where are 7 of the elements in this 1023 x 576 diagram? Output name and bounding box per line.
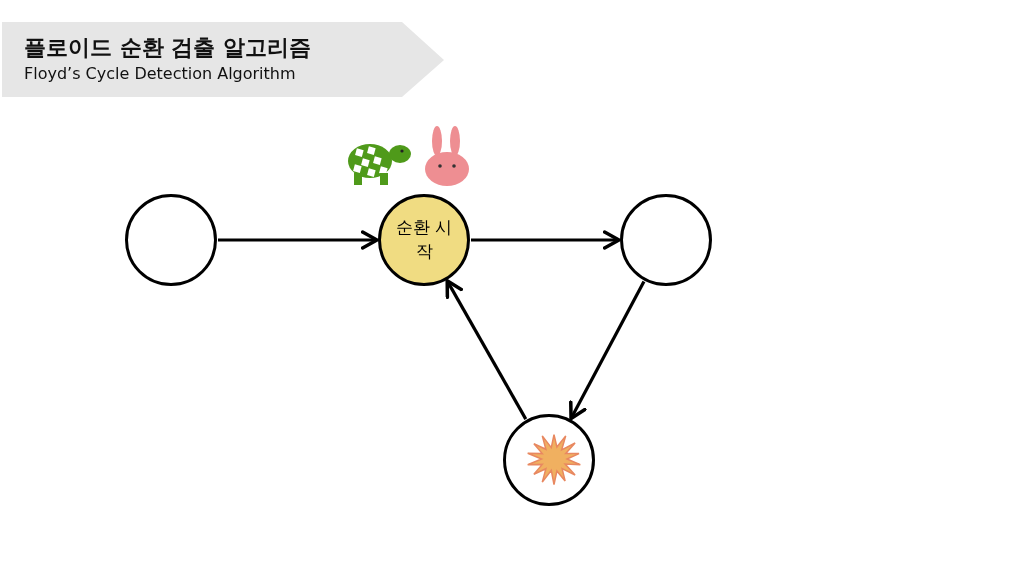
arrow: [218, 230, 379, 250]
start-node: 순환 시작: [378, 194, 470, 286]
arrow: [569, 280, 646, 421]
subtitle: Floyd’s Cycle Detection Algorithm: [24, 64, 296, 83]
title: 플로이드 순환 검출 알고리즘: [24, 34, 311, 62]
arrow: [445, 279, 528, 420]
arrow: [471, 230, 621, 250]
